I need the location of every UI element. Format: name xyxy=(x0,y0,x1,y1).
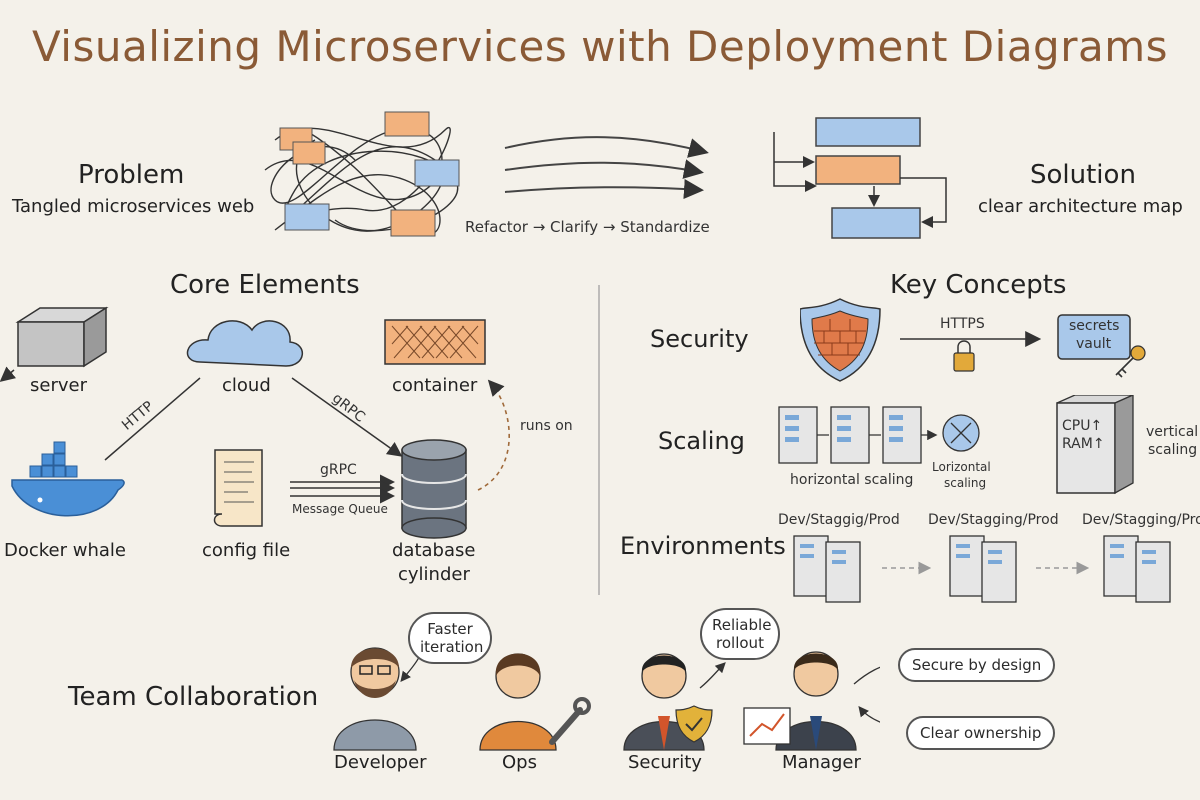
scaling-label: Scaling xyxy=(658,427,745,455)
solution-subtitle: clear architecture map xyxy=(978,196,1183,217)
env-label-3: Dev/Stagging/Prod xyxy=(1082,512,1200,528)
clear-architecture-graphic xyxy=(773,117,947,239)
problem-heading: Problem xyxy=(78,160,185,190)
bubble-text: iteration xyxy=(420,638,484,656)
security-diagram xyxy=(800,298,1146,382)
database-icon xyxy=(401,439,467,539)
refactor-arrows xyxy=(504,136,709,199)
team-heading: Team Collaboration xyxy=(68,682,319,712)
core-elements-heading: Core Elements xyxy=(170,270,360,300)
tangled-box xyxy=(384,111,430,137)
solution-heading: Solution xyxy=(1030,160,1136,190)
cloud-icon xyxy=(186,320,303,367)
environments-diagram xyxy=(793,535,1171,603)
vertical-label-1: vertical xyxy=(1146,424,1199,440)
vault-label-1: secrets xyxy=(1069,318,1120,334)
developer-avatar xyxy=(333,647,417,751)
container-label: container xyxy=(392,375,478,396)
security-role-label: Security xyxy=(628,752,702,773)
config-label: config file xyxy=(202,540,291,561)
docker-whale-icon xyxy=(11,441,125,517)
config-file-icon xyxy=(213,449,263,527)
clear-ownership-pill: Clear ownership xyxy=(906,716,1056,750)
tangled-box xyxy=(390,209,436,237)
ram-label: RAM↑ xyxy=(1062,436,1105,452)
architecture-box xyxy=(815,117,921,147)
tangled-box xyxy=(414,159,460,187)
security-label: Security xyxy=(650,325,749,353)
chart-board-icon xyxy=(743,707,791,745)
ops-avatar xyxy=(479,653,557,751)
ops-label: Ops xyxy=(502,752,537,773)
key-concepts-heading: Key Concepts xyxy=(890,270,1067,300)
horizontal-scaling-label: horizontal scaling xyxy=(790,472,914,488)
env-servers-icon xyxy=(1103,535,1171,603)
team-diagram xyxy=(333,641,880,751)
docker-label: Docker whale xyxy=(4,540,126,561)
scaling-diagram xyxy=(778,395,1134,495)
security-speech-bubble: Reliable rollout xyxy=(700,608,780,660)
wrench-icon xyxy=(549,697,591,745)
developer-speech-bubble: Faster iteration xyxy=(408,612,492,664)
architecture-box xyxy=(831,207,921,239)
secrets-vault-icon xyxy=(1057,314,1131,360)
edge-grpc-top xyxy=(291,377,403,457)
bubble-text: rollout xyxy=(716,634,764,652)
edge-http xyxy=(104,377,201,461)
database-label-2: cylinder xyxy=(398,564,470,585)
secure-by-design-pill: Secure by design xyxy=(898,648,1056,682)
server-rack-icon xyxy=(830,406,870,464)
tangled-box xyxy=(292,141,326,165)
server-icon xyxy=(15,306,109,368)
bubble-text: Reliable xyxy=(712,616,772,634)
https-label: HTTPS xyxy=(940,316,985,332)
tangled-web-graphic xyxy=(264,111,460,237)
page-title: Visualizing Microservices with Deploymen… xyxy=(31,22,1169,71)
manager-avatar xyxy=(775,651,857,751)
env-servers-icon xyxy=(949,535,1017,603)
developer-label: Developer xyxy=(334,752,427,773)
lock-icon xyxy=(953,340,975,372)
container-icon xyxy=(384,319,486,365)
server-label: server xyxy=(30,375,87,396)
shield-check-icon xyxy=(675,705,713,743)
cloud-label: cloud xyxy=(222,375,271,396)
shield-icon xyxy=(800,298,881,382)
edge-runs-on xyxy=(477,379,510,491)
load-balancer-icon xyxy=(942,414,980,452)
vertical-label-2: scaling xyxy=(1148,442,1198,458)
server-rack-icon xyxy=(882,406,922,464)
cpu-label: CPU↑ xyxy=(1062,418,1103,434)
vault-label-2: vault xyxy=(1076,336,1112,352)
env-label-2: Dev/Stagging/Prod xyxy=(928,512,1059,528)
lorizontal-label-1: Lorizontal xyxy=(932,460,991,474)
runs-on-label: runs on xyxy=(520,418,573,434)
architecture-box xyxy=(815,155,901,185)
section-divider xyxy=(598,285,600,595)
edge-mq-label: Message Queue xyxy=(292,502,388,516)
env-label-1: Dev/Staggig/Prod xyxy=(778,512,900,528)
lorizontal-label-2: scaling xyxy=(944,476,987,490)
key-icon xyxy=(1115,345,1146,378)
database-label: database xyxy=(392,540,476,561)
problem-subtitle: Tangled microservices web xyxy=(12,196,255,217)
server-rack-icon xyxy=(778,406,818,464)
manager-label: Manager xyxy=(782,752,861,773)
core-elements-diagram xyxy=(0,306,510,539)
edge-grpc-label: gRPC xyxy=(320,462,357,478)
env-servers-icon xyxy=(793,535,861,603)
environments-label: Environments xyxy=(620,532,786,560)
large-server-icon xyxy=(1056,395,1134,495)
bubble-text: Faster xyxy=(427,620,473,638)
refactor-flow-label: Refactor → Clarify → Standardize xyxy=(465,218,710,236)
tangled-box xyxy=(284,203,330,231)
